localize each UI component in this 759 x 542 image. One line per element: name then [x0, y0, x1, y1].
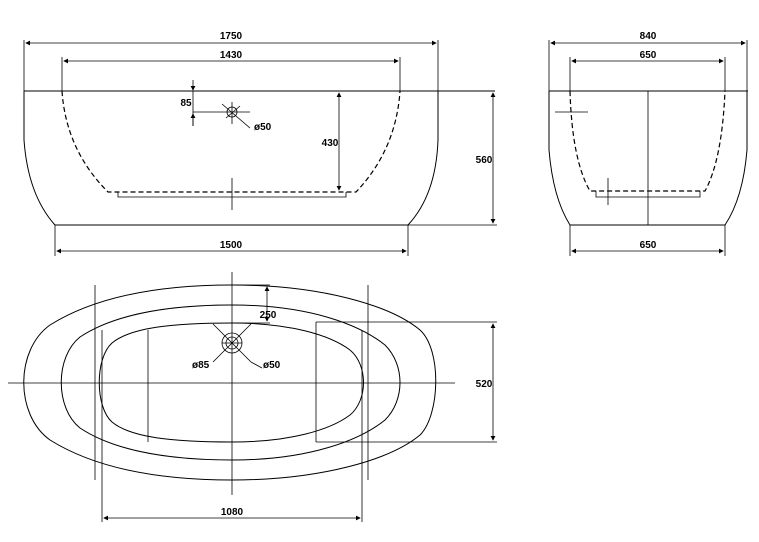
dim-1080-label: 1080 — [221, 507, 244, 518]
front-drain-leader — [221, 103, 251, 129]
dim-430-label: 430 — [322, 138, 339, 149]
front-outer-body — [23, 91, 439, 226]
dim-1430-label: 1430 — [220, 50, 243, 61]
top-drain-leader-b — [212, 323, 252, 363]
top-drain-dia-label: ø50 — [263, 360, 281, 371]
top-overflow-dia-label: ø85 — [192, 360, 210, 371]
front-view: 1750 1430 85 ø50 430 560 1500 — [23, 31, 497, 256]
dim-840-label: 840 — [640, 31, 657, 42]
top-view: ø85 ø50 250 520 1080 — [8, 272, 497, 522]
top-middle-rim — [60, 304, 401, 461]
top-inner-basin — [98, 322, 364, 443]
side-outer-body — [548, 91, 748, 226]
dim-650-top-label: 650 — [640, 50, 657, 61]
front-inner-basin — [61, 90, 401, 193]
top-drain-leader-b-tail — [250, 361, 263, 369]
dim-1500-label: 1500 — [220, 240, 243, 251]
front-drain-cross — [225, 105, 241, 119]
dim-650-bottom-label: 650 — [640, 240, 657, 251]
dim-250-label: 250 — [260, 310, 277, 321]
front-drain-dia-label: ø50 — [254, 122, 272, 133]
top-outer-rim — [23, 284, 437, 481]
dim-520-label: 520 — [476, 379, 493, 390]
dim-85-label: 85 — [180, 98, 192, 109]
side-view: 840 650 650 — [548, 31, 748, 256]
side-inner-basin — [569, 90, 726, 192]
dim-560-label: 560 — [476, 155, 493, 166]
dim-1750-label: 1750 — [220, 31, 243, 42]
